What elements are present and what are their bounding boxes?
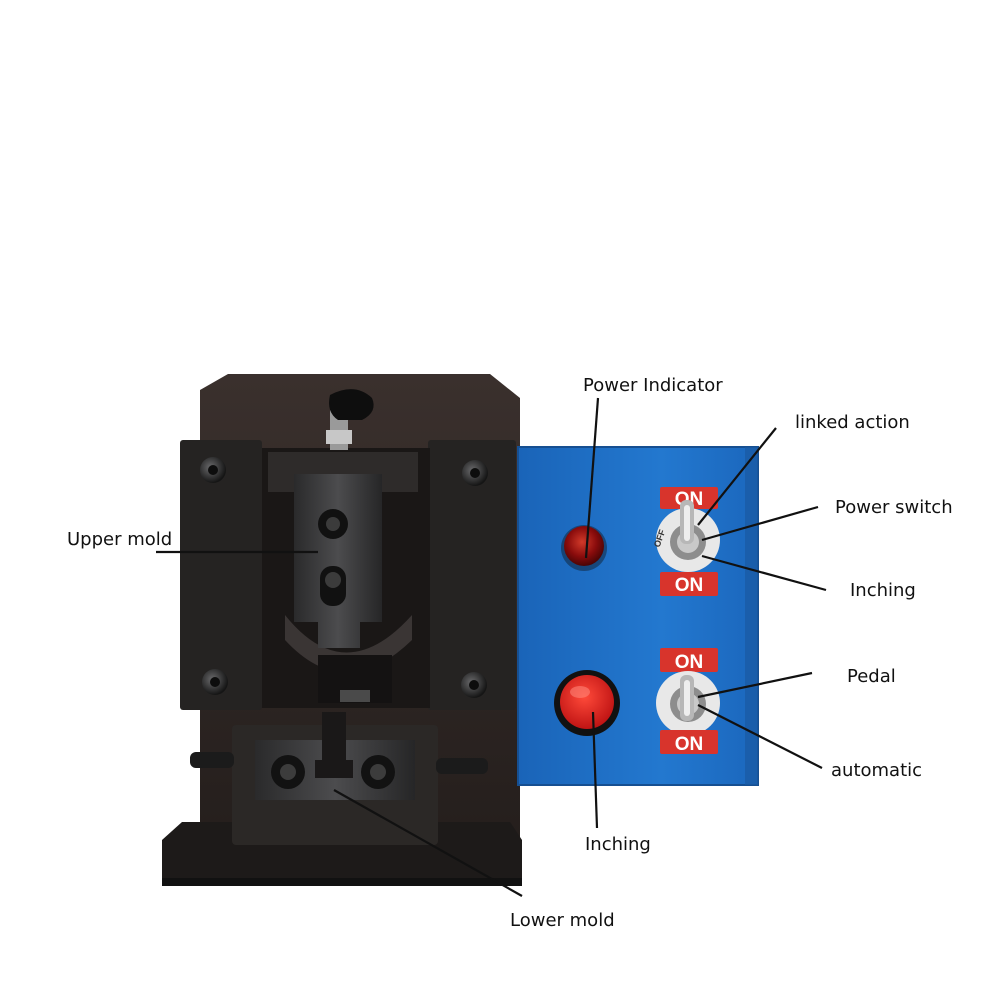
leader-pedal: [697, 671, 813, 699]
label-upper-mold: Upper mold: [67, 529, 173, 550]
right-guide-block: [428, 440, 516, 710]
leader-inching-switch: [701, 554, 827, 592]
control-panel: [518, 447, 758, 785]
left-guide-block: [180, 440, 262, 710]
power-indicator-lamp: [561, 525, 607, 571]
label-pedal: Pedal: [847, 666, 896, 687]
lower-mold: [232, 712, 438, 845]
toggle-switch-top: ON OFF ON: [652, 487, 720, 596]
label-lower-mold: Lower mold: [510, 910, 615, 931]
callout-leader-lines: [156, 397, 827, 897]
leader-lower-mold: [333, 789, 523, 897]
upper-mold: [294, 474, 382, 648]
label-inching-switch: Inching: [850, 580, 916, 601]
svg-text:ON: ON: [675, 575, 704, 596]
leader-power-indicator: [584, 397, 600, 559]
leader-inching-button: [591, 711, 599, 829]
toggle-switch-bottom: ON ON: [656, 648, 720, 755]
label-power-indicator: Power Indicator: [583, 375, 723, 396]
label-linked-action: linked action: [795, 412, 910, 433]
label-inching-button: Inching: [585, 834, 651, 855]
label-power-switch: Power switch: [835, 497, 953, 518]
inching-push-button: [554, 670, 620, 736]
leader-automatic: [697, 704, 823, 769]
label-automatic: automatic: [831, 760, 923, 781]
leader-linked-action: [697, 427, 777, 526]
leader-power-switch: [701, 505, 819, 542]
svg-text:ON: ON: [675, 734, 704, 755]
guide-bolts: [200, 457, 488, 698]
svg-text:ON: ON: [675, 652, 704, 673]
top-adjust-knob: [326, 389, 374, 450]
